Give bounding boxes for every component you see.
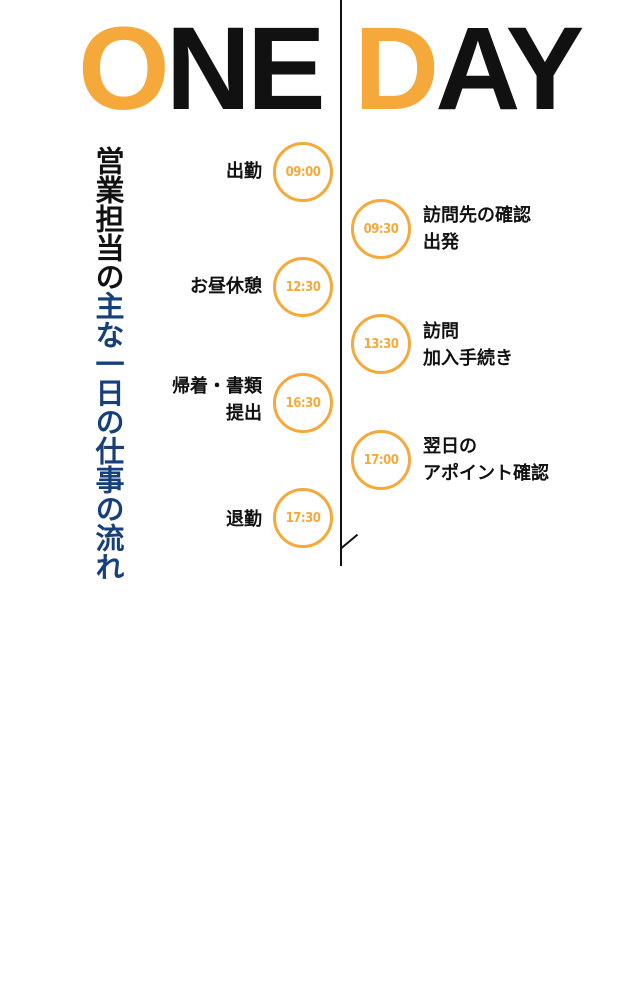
timeline-end-mark: [340, 533, 359, 550]
title-one: ONE: [78, 10, 326, 128]
time-circle: 17:00: [351, 430, 411, 490]
schedule-label: お昼休憩: [122, 273, 262, 300]
schedule-label-line: アポイント確認: [423, 463, 549, 484]
title-one-first-letter: O: [78, 3, 170, 135]
time-circle: 13:30: [351, 314, 411, 374]
time-circle: 09:30: [351, 199, 411, 259]
schedule-label-line: 提出: [226, 403, 262, 424]
title-day-first-letter: D: [354, 3, 439, 135]
schedule-label-line: 加入手続き: [423, 348, 513, 369]
schedule-label: 帰着・書類提出: [122, 373, 262, 427]
schedule-label-line: 翌日の: [423, 436, 477, 457]
title-one-rest: NE: [165, 3, 326, 135]
time-circle: 12:30: [273, 257, 333, 317]
vertical-heading-blue: 主な一日の仕事の流れ: [91, 291, 125, 581]
vertical-heading: 営業担当の主な一日の仕事の流れ: [86, 146, 130, 581]
title-day-rest: AY: [435, 3, 584, 135]
schedule-label-line: 出勤: [226, 161, 262, 182]
schedule-label-line: 訪問: [423, 321, 459, 342]
time-circle: 09:00: [273, 142, 333, 202]
schedule-label: 出勤: [122, 158, 262, 185]
schedule-label: 訪問加入手続き: [423, 318, 513, 372]
time-circle: 16:30: [273, 373, 333, 433]
schedule-label-line: お昼休憩: [190, 276, 262, 297]
schedule-label: 訪問先の確認出発: [423, 202, 531, 256]
schedule-label: 翌日のアポイント確認: [423, 433, 549, 487]
vertical-heading-dark: 営業担当の: [91, 146, 125, 291]
title-day: DAY: [354, 10, 584, 128]
timeline-divider: [340, 0, 342, 566]
time-circle: 17:30: [273, 488, 333, 548]
schedule-label-line: 出発: [423, 232, 459, 253]
schedule-label-line: 訪問先の確認: [423, 205, 531, 226]
schedule-label-line: 帰着・書類: [172, 376, 262, 397]
schedule-label: 退勤: [122, 506, 262, 533]
schedule-label-line: 退勤: [226, 509, 262, 530]
